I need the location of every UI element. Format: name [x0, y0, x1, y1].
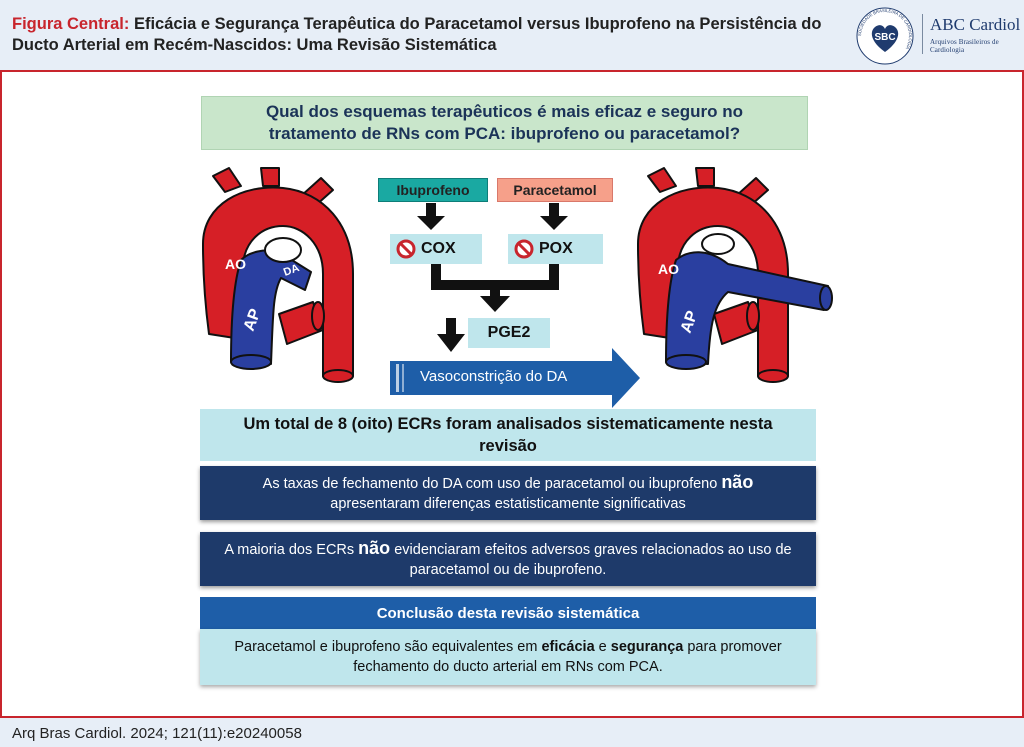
sbc-logo-text: SBC — [874, 32, 895, 43]
conclusion-text-3: para promover fechamento do ducto arteri… — [353, 639, 782, 675]
conclusion-body: Paracetamol e ibuprofeno são equivalente… — [200, 629, 816, 685]
inhibition-icon — [514, 239, 534, 259]
conclusion-text-1: Paracetamol e ibuprofeno são equivalente… — [234, 639, 542, 655]
finding-1-text-b: apresentaram diferenças estatisticamente… — [330, 496, 686, 512]
figure-title: Figura Central: Eficácia e Segurança Ter… — [12, 14, 832, 56]
conclusion-heading: Conclusão desta revisão sistemática — [200, 597, 816, 629]
label-ap: AP — [678, 308, 702, 335]
abc-logo-title: ABC Cardiol — [930, 15, 1021, 34]
inhibition-icon — [396, 239, 416, 259]
abc-logo-subtitle: Arquivos Brasileiros de Cardiologia — [930, 38, 999, 54]
question-box: Qual dos esquemas terapêuticos é mais ef… — [201, 96, 808, 150]
label-ap: AP — [241, 306, 265, 333]
label-ao: AO — [225, 256, 246, 272]
finding-1-text-a: As taxas de fechamento do DA com uso de … — [262, 476, 722, 492]
heart-illustration-with-da: AO DA AP — [202, 167, 354, 383]
citation: Arq Bras Cardiol. 2024; 121(11):e2024005… — [12, 725, 302, 742]
enzyme-cox: COX — [390, 234, 482, 264]
label-ao: AO — [658, 261, 679, 277]
footer: Arq Bras Cardiol. 2024; 121(11):e2024005… — [0, 716, 1024, 747]
enzyme-pox: POX — [508, 234, 603, 264]
ecr-count-box: Um total de 8 (oito) ECRs foram analisad… — [200, 409, 816, 461]
drug-paracetamol: Paracetamol — [497, 178, 613, 202]
sbc-logo: SOCIEDADE BRASILEIRA DE CARDIOLOGIA SBC — [856, 7, 914, 65]
figure-label: Figura Central: — [12, 15, 130, 33]
vasoconstriction-label: Vasoconstrição do DA — [420, 368, 568, 385]
header: Figura Central: Eficácia e Segurança Ter… — [0, 0, 1024, 72]
finding-adverse-effects: A maioria dos ECRs não evidenciaram efei… — [200, 532, 816, 586]
heart-illustration-da-closed: AO AP — [637, 167, 833, 383]
conclusion-bold-efficacy: eficácia — [541, 639, 595, 655]
logo-divider — [922, 14, 923, 54]
enzyme-cox-label: COX — [421, 240, 456, 257]
finding-2-emphasis: não — [358, 538, 391, 558]
figure-title-text: Eficácia e Segurança Terapêutica do Para… — [12, 15, 822, 54]
label-da: DA — [282, 262, 301, 279]
enzyme-pox-label: POX — [539, 240, 573, 257]
drug-ibuprofeno: Ibuprofeno — [378, 178, 488, 202]
conclusion-bold-safety: segurança — [610, 639, 684, 655]
finding-closure-rates: As taxas de fechamento do DA com uso de … — [200, 466, 816, 520]
finding-2-text-a: A maioria dos ECRs — [224, 542, 359, 558]
finding-2-text-b: evidenciaram efeitos adversos graves rel… — [390, 542, 792, 578]
mediator-pge2: PGE2 — [468, 318, 550, 348]
finding-1-emphasis: não — [721, 472, 754, 492]
conclusion-text-2: e — [594, 639, 611, 655]
